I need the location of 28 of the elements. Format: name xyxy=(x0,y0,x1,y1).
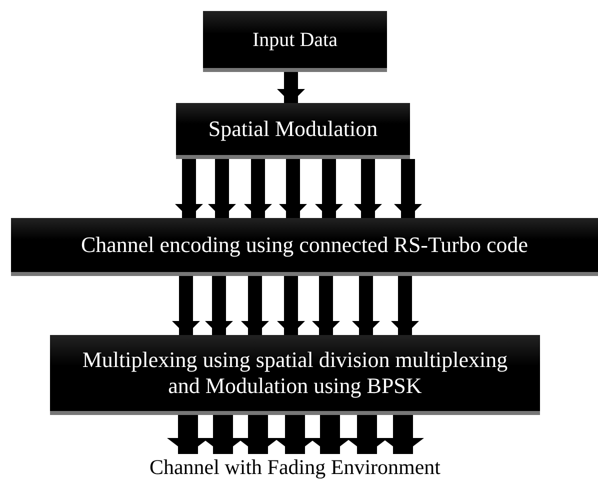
box-text: Multiplexing using spatial division multiplexing and Modulation using BPSK xyxy=(81,346,509,400)
text-label: Channel with Fading Environment xyxy=(140,454,450,482)
arrow xyxy=(352,276,380,335)
arrow xyxy=(277,276,305,335)
process-box xyxy=(50,335,540,411)
arrow xyxy=(244,159,272,218)
box-text: Input Data xyxy=(252,28,338,52)
arrow xyxy=(277,72,305,103)
box-text: Spatial Modulation xyxy=(208,116,378,142)
arrow xyxy=(205,276,233,335)
arrow xyxy=(175,159,203,218)
arrow xyxy=(346,415,388,454)
arrow xyxy=(382,415,424,454)
arrow xyxy=(354,159,382,218)
process-box xyxy=(203,11,387,68)
arrow xyxy=(394,159,422,218)
arrow xyxy=(208,159,236,218)
process-box xyxy=(176,103,410,155)
arrow xyxy=(312,276,340,335)
box-text: Channel encoding using connected RS-Turbo code xyxy=(80,232,528,258)
arrow xyxy=(241,276,269,335)
process-box xyxy=(11,218,598,272)
arrow xyxy=(172,276,200,335)
arrow xyxy=(309,415,351,454)
arrow xyxy=(315,159,343,218)
arrow xyxy=(279,159,307,218)
arrow xyxy=(237,415,279,454)
arrow xyxy=(391,276,419,335)
